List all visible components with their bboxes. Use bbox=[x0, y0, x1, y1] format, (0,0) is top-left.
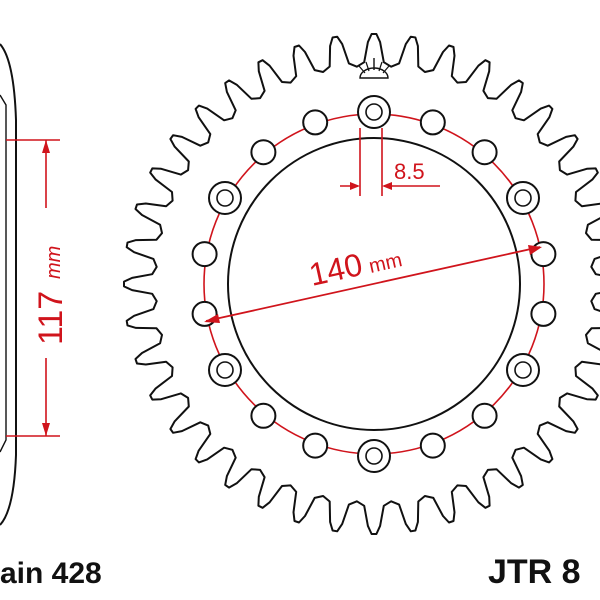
bolt-hole-group bbox=[191, 95, 557, 473]
lightening-hole bbox=[302, 432, 329, 459]
lightening-hole bbox=[191, 241, 218, 268]
part-number-caption: JTR 8 bbox=[488, 553, 581, 591]
side-height-value: 117 bbox=[32, 291, 70, 345]
mounting-hole-inner bbox=[514, 189, 532, 207]
lightening-hole bbox=[419, 432, 446, 459]
mounting-hole bbox=[506, 353, 540, 387]
lightening-hole bbox=[250, 402, 277, 429]
arrowhead-top bbox=[42, 140, 50, 153]
hole-arrowhead-left bbox=[350, 182, 360, 190]
mounting-hole bbox=[208, 181, 242, 215]
mounting-hole bbox=[357, 439, 391, 473]
mounting-hole-inner bbox=[514, 361, 532, 379]
center-bore bbox=[227, 137, 521, 431]
mounting-hole-inner bbox=[365, 447, 383, 465]
hole-arrowhead-right bbox=[382, 182, 392, 190]
lightening-hole bbox=[530, 241, 557, 268]
alignment-mark-icon bbox=[358, 58, 390, 79]
lightening-hole bbox=[471, 139, 498, 166]
pcd-label-backdrop bbox=[302, 230, 423, 295]
lightening-hole bbox=[530, 300, 557, 327]
mounting-hole bbox=[357, 95, 391, 129]
sprocket-teeth-outline bbox=[123, 33, 600, 535]
lightening-hole bbox=[302, 109, 329, 136]
pcd-dimension: 140 mm bbox=[204, 230, 542, 323]
bolt-hole-value: 8.5 bbox=[394, 159, 425, 184]
lightening-hole bbox=[250, 139, 277, 166]
bolt-hole-dimension: 8.5 bbox=[340, 128, 440, 196]
dimension-label-backdrop bbox=[36, 208, 58, 358]
pcd-arrowhead-right bbox=[528, 245, 542, 255]
side-profile bbox=[0, 43, 17, 526]
lightening-hole bbox=[471, 402, 498, 429]
mounting-hole-inner bbox=[365, 103, 383, 121]
pcd-arrowhead-left bbox=[204, 314, 220, 323]
lightening-hole bbox=[419, 109, 446, 136]
mounting-hole-inner bbox=[216, 189, 234, 207]
sprocket bbox=[123, 33, 600, 535]
arrowhead-bottom bbox=[42, 423, 50, 436]
chain-caption: ain 428 bbox=[0, 557, 102, 590]
mounting-hole bbox=[208, 353, 242, 387]
side-profile-inner-edge bbox=[0, 94, 7, 453]
mounting-hole bbox=[506, 181, 540, 215]
pcd-dimension-line bbox=[205, 246, 541, 322]
side-height-unit: mm bbox=[43, 246, 65, 279]
side-height-dimension: 117 mm bbox=[6, 139, 70, 437]
side-profile-outline bbox=[0, 43, 17, 526]
mounting-hole-inner bbox=[216, 361, 234, 379]
